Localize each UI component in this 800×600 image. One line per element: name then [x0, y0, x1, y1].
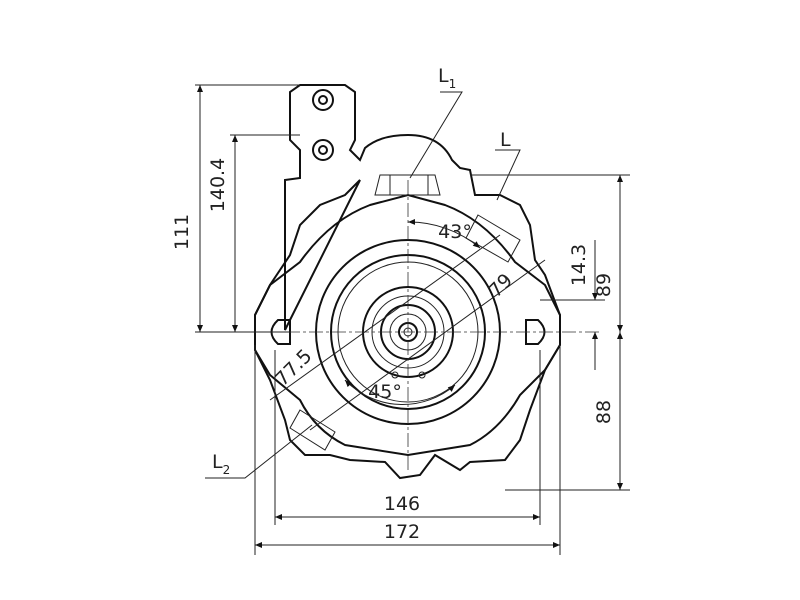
dim-89: 89 [593, 273, 615, 297]
pump-body [254, 84, 561, 480]
dim-140-4: 140.4 [207, 158, 229, 212]
port-label-l: L [500, 129, 511, 151]
port-label-l2: L2 [212, 451, 230, 477]
dimension-lines [197, 85, 623, 548]
dim-14-3: 14.3 [568, 244, 590, 286]
dim-146: 146 [384, 493, 420, 515]
dim-172: 172 [384, 521, 420, 543]
port-label-l1: L1 [438, 65, 456, 91]
port-leaders [205, 91, 521, 479]
dim-77-5: 77.5 [271, 345, 316, 390]
extension-lines [195, 84, 630, 555]
centerlines [240, 180, 600, 470]
dim-43-deg: 43° [438, 221, 472, 243]
dim-45-deg: 45° [368, 381, 402, 403]
dim-88: 88 [593, 400, 615, 424]
dim-111: 111 [171, 214, 193, 250]
dim-79: 79 [484, 269, 517, 302]
